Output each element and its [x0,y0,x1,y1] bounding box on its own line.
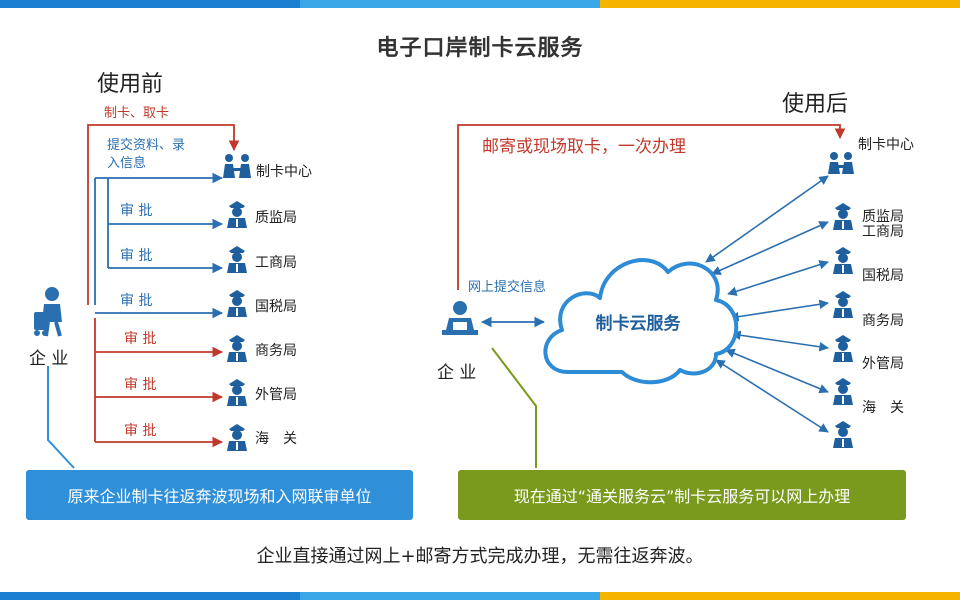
officer-icon [833,291,853,318]
before-callout-text: 原来企业制卡往返奔波现场和入网联审单位 [67,487,372,506]
officer-icon [227,246,247,273]
agency-label: 商务局 [862,313,904,329]
agency-label: 国税局 [862,268,904,284]
approve-label-2: 审 批 [120,248,153,264]
cloud-shape [543,258,739,385]
before-enterprise-label: 企 业 [29,349,69,369]
approve-label-1: 审 批 [120,203,153,219]
approve-label-3: 审 批 [120,293,153,309]
top-color-bar [0,0,960,8]
agency-label: 商务局 [255,343,297,359]
agency-label: 质监局 [862,209,904,225]
agency-label: 工商局 [255,255,297,271]
officer-icon [227,201,247,228]
before-callout: 原来企业制卡往返奔波现场和入网联审单位 [26,470,413,520]
officer-icon [833,203,853,230]
bottom-color-bar [0,592,960,600]
mail-pickup-label: 邮寄或现场取卡，一次办理 [482,137,686,157]
card-center-icon [223,154,251,178]
after-enterprise-label: 企 业 [437,363,477,383]
officer-icon [227,335,247,362]
approve-label-5: 审 批 [124,377,157,393]
agency-label: 质监局 [255,210,297,226]
agency-label: 海 关 [862,400,904,416]
approve-label-4: 审 批 [124,331,157,347]
officer-icon [833,421,853,448]
enterprise-computer-icon [442,301,478,335]
officer-icon [227,290,247,317]
cloud-service-label: 制卡云服务 [595,314,681,334]
agency-label: 制卡中心 [858,137,914,153]
agency-label: 工商局 [862,224,904,240]
enterprise-traveler-icon [34,287,62,337]
officer-icon [833,378,853,405]
before-heading: 使用前 [97,72,164,97]
approve-label-6: 审 批 [124,423,157,439]
submit-label-line2: 入信息 [107,156,147,171]
pickup-label: 制卡、取卡 [104,106,170,121]
after-callout: 现在通过“通关服务云”制卡云服务可以网上办理 [458,470,906,520]
agency-label: 国税局 [255,299,297,315]
after-heading: 使用后 [782,92,849,117]
online-submit-label: 网上提交信息 [468,280,547,295]
officer-icon [833,247,853,274]
agency-label: 制卡中心 [256,164,312,180]
officer-icon [227,379,247,406]
agency-label: 海 关 [255,431,297,447]
officer-icon [227,424,247,451]
agency-label: 外管局 [862,356,904,372]
submit-label-line1: 提交资料、录 [107,138,186,153]
agency-label: 外管局 [255,387,297,403]
page-title: 电子口岸制卡云服务 [376,36,584,61]
card-center-icon [828,152,854,174]
officer-icon [833,335,853,362]
after-callout-text: 现在通过“通关服务云”制卡云服务可以网上办理 [513,487,851,506]
footer-summary: 企业直接通过网上+邮寄方式完成办理，无需往返奔波。 [256,546,704,567]
